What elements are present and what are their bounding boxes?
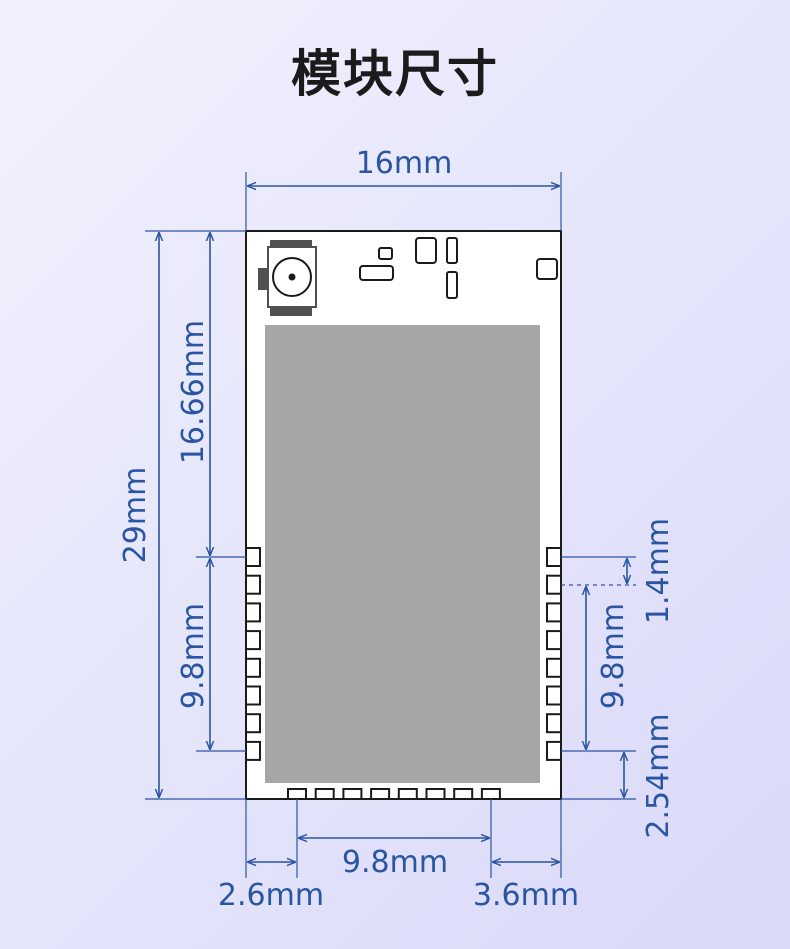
module-board bbox=[245, 230, 562, 800]
smd-component bbox=[359, 265, 394, 281]
castellated-pad bbox=[546, 740, 562, 761]
height-label: 29mm bbox=[118, 467, 153, 564]
connector-top-pad bbox=[270, 240, 312, 248]
castellated-pad bbox=[245, 713, 261, 734]
castellated-pad bbox=[546, 630, 562, 651]
castellated-pad bbox=[245, 574, 261, 595]
castellated-pad bbox=[245, 685, 261, 706]
extension-lines bbox=[145, 172, 636, 878]
smd-component bbox=[446, 237, 458, 264]
castellated-pad bbox=[397, 788, 418, 800]
castellated-pad bbox=[370, 788, 391, 800]
ipex-connector bbox=[258, 240, 317, 316]
castellated-pad bbox=[546, 574, 562, 595]
castellated-pad bbox=[287, 788, 307, 800]
smd-component bbox=[446, 271, 458, 299]
castellated-pad bbox=[314, 788, 335, 800]
connector-center bbox=[288, 273, 296, 281]
page-title: 模块尺寸 bbox=[291, 45, 499, 103]
left-margin-label: 2.6mm bbox=[218, 878, 324, 913]
castellated-pad bbox=[480, 788, 501, 800]
smd-component bbox=[415, 237, 437, 264]
shield-can bbox=[265, 325, 540, 783]
right-offset-label: 1.4mm bbox=[641, 518, 676, 624]
connector-bottom-pad bbox=[270, 307, 312, 316]
castellated-pad bbox=[546, 547, 562, 567]
bottom-margin-label: 2.54mm bbox=[641, 713, 676, 838]
castellated-pad bbox=[245, 630, 261, 651]
castellated-pad bbox=[546, 685, 562, 706]
castellated-pad bbox=[245, 602, 261, 623]
dimension-lines bbox=[159, 186, 627, 862]
smd-component bbox=[378, 247, 393, 260]
castellated-pad bbox=[245, 547, 261, 567]
left-pin-span-label: 9.8mm bbox=[176, 603, 211, 709]
right-margin-label: 3.6mm bbox=[473, 878, 579, 913]
castellated-pad bbox=[546, 602, 562, 623]
right-pin-span-label: 9.8mm bbox=[596, 603, 631, 709]
bottom-pin-span-label: 9.8mm bbox=[342, 845, 448, 880]
castellated-pad bbox=[546, 657, 562, 678]
castellated-pad bbox=[425, 788, 446, 800]
castellated-pad bbox=[342, 788, 363, 800]
left-pads bbox=[245, 547, 261, 761]
width-label: 16mm bbox=[356, 146, 453, 181]
castellated-pad bbox=[245, 740, 261, 761]
top-to-pins-label: 16.66mm bbox=[176, 320, 211, 464]
castellated-pad bbox=[546, 713, 562, 734]
castellated-pad bbox=[453, 788, 474, 800]
castellated-pad bbox=[245, 657, 261, 678]
smd-component bbox=[536, 258, 558, 280]
dimension-labels: 16mm 29mm 16.66mm 9.8mm 9.8mm 1.4mm 2.54… bbox=[118, 146, 676, 913]
